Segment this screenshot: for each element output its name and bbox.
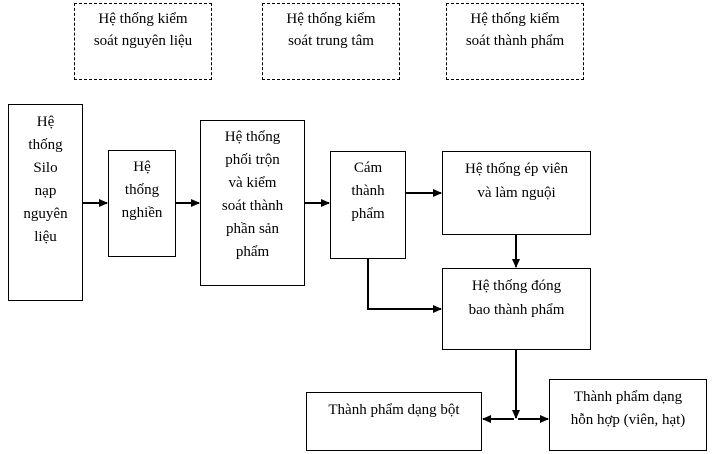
box-line: phẩm	[235, 244, 270, 260]
box-line: thống	[28, 137, 63, 153]
mixed-product-box: Thành phẩm dạng hỗn hợp (viên, hạt)	[549, 379, 707, 451]
box-line: nguyên	[23, 206, 68, 222]
mixing-box: Hệ thống phối trộn và kiểm soát thành ph…	[200, 120, 305, 286]
pelleting-box: Hệ thống ép viên và làm nguội	[442, 151, 591, 235]
box-line: Hệ	[133, 159, 151, 175]
box-line: nghiền	[121, 205, 163, 221]
box-line: Thành phẩm dạng bột	[328, 402, 460, 418]
finished-product-control-box: Hệ thống kiểm soát thành phẩm	[446, 3, 584, 80]
box-line: soát thành	[221, 198, 284, 214]
box-line: Hệ thống	[224, 129, 281, 145]
box-line: Hệ thống đóng	[471, 278, 562, 294]
box-line: soát thành phẩm	[465, 33, 565, 49]
box-line: và làm nguội	[477, 185, 556, 201]
arrow-feed-to-bagging	[367, 259, 442, 313]
box-line: hỗn hợp (viên, hạt)	[570, 412, 686, 428]
bagging-box: Hệ thống đóng bao thành phẩm	[442, 268, 591, 350]
box-line: thống	[124, 182, 160, 198]
box-line: phẩm	[351, 206, 385, 222]
box-line: Hệ thống kiểm	[98, 11, 188, 27]
central-control-box: Hệ thống kiểm soát trung tâm	[262, 3, 400, 80]
raw-material-control-box: Hệ thống kiểm soát nguyên liệu	[74, 3, 212, 80]
silo-box: Hệ thống Silo nạp nguyên liệu	[8, 104, 83, 301]
box-line: liệu	[34, 229, 57, 245]
box-line: Hệ thống kiểm	[470, 11, 560, 27]
box-line: và kiểm	[228, 175, 277, 191]
box-line: soát trung tâm	[288, 33, 374, 49]
powder-product-box: Thành phẩm dạng bột	[306, 392, 482, 451]
box-line: bao thành phẩm	[468, 302, 565, 318]
box-line: phối trộn	[225, 152, 280, 168]
box-line: Hệ thống ép viên	[465, 161, 568, 177]
box-line: Thành phẩm dạng	[573, 389, 683, 405]
box-line: Hệ	[36, 114, 55, 130]
feed-product-box: Cám thành phẩm	[330, 151, 406, 259]
box-line: soát nguyên liệu	[93, 33, 193, 49]
box-line: thành	[351, 183, 385, 199]
box-line: phần sản	[226, 221, 279, 237]
box-line: Silo	[33, 160, 58, 176]
box-line: Cám	[353, 160, 383, 176]
grinding-box: Hệ thống nghiền	[108, 150, 176, 257]
box-line: nạp	[34, 183, 57, 199]
box-line: Hệ thống kiểm	[286, 11, 376, 27]
